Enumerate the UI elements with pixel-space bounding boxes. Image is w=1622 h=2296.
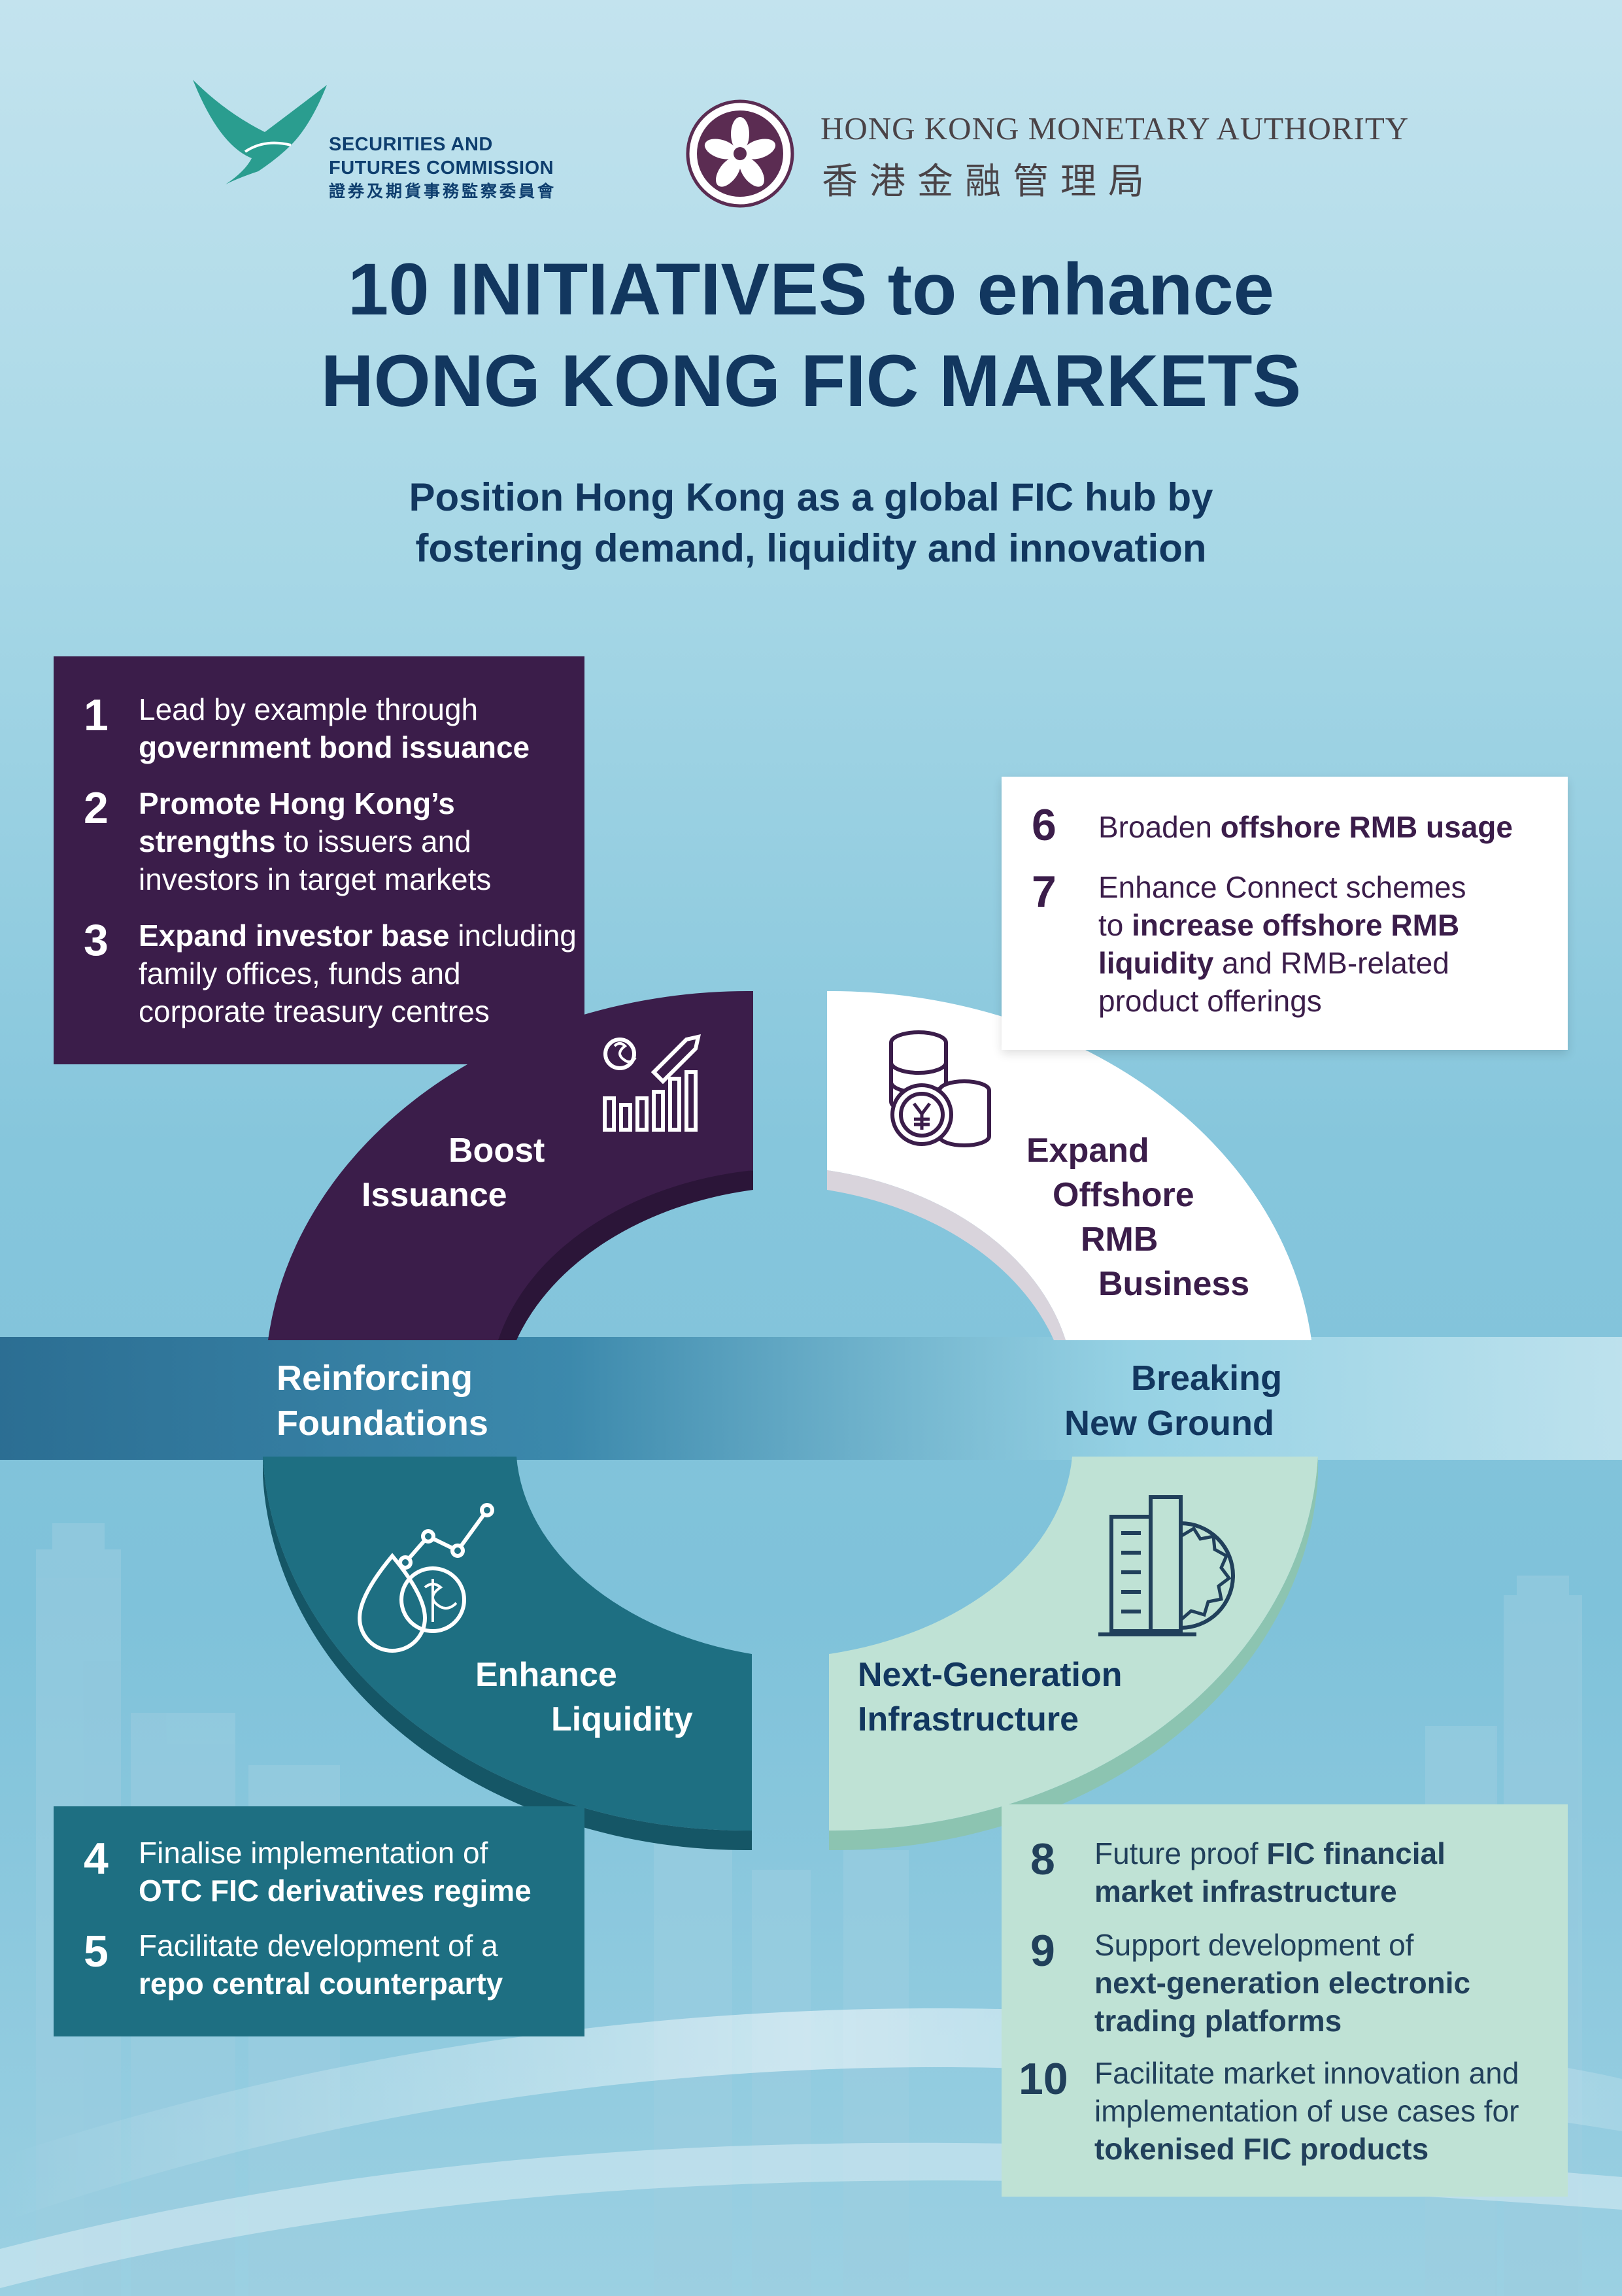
hkma-name-cn: 香港金融管理局	[822, 160, 1157, 202]
initiative-highlight: tokenised FIC products	[1094, 2132, 1429, 2166]
segment-label-liquidity: Liquidity	[551, 1700, 693, 1738]
subtitle-line2: fostering demand, liquidity and innovati…	[415, 526, 1207, 570]
page-title-line1: 10 INITIATIVES to enhance	[348, 248, 1274, 330]
band-label-foundations: Foundations	[277, 1404, 488, 1443]
enhance-liquidity-initiatives: 4 Finalise implementation of OTC FIC der…	[54, 1806, 584, 2036]
initiative-text: Lead by example through	[139, 692, 479, 726]
initiative-text: product offerings	[1098, 984, 1322, 1018]
segment-label-issuance: Issuance	[362, 1176, 507, 1214]
initiative-highlight: government bond issuance	[139, 730, 530, 764]
sfc-name-line2: FUTURES COMMISSION	[329, 158, 554, 178]
initiative-highlight: FIC financial	[1266, 1836, 1445, 1870]
sfc-name-cn: 證券及期貨事務監察委員會	[329, 182, 557, 201]
initiative-text: to issuers and	[275, 824, 471, 858]
expand-rmb-initiatives: 6 Broaden offshore RMB usage 7 Enhance C…	[1002, 777, 1568, 1050]
initiative-number: 5	[84, 1927, 109, 1976]
initiative-text: Facilitate development of a	[139, 1929, 498, 1963]
initiative-highlight: next-generation electronic	[1094, 1966, 1471, 2000]
subtitle-line1: Position Hong Kong as a global FIC hub b…	[409, 475, 1213, 519]
initiative-highlight: increase offshore RMB	[1132, 908, 1460, 942]
initiative-text: Support development of	[1094, 1928, 1414, 1962]
rocket-growth-icon	[603, 1034, 701, 1132]
segment-label-business: Business	[1098, 1265, 1250, 1303]
initiative-text: Finalise implementation of	[139, 1836, 488, 1870]
initiative-text: Facilitate market innovation and	[1094, 2056, 1519, 2090]
initiative-highlight: strengths	[139, 824, 276, 858]
segment-label-boost: Boost	[448, 1132, 545, 1170]
initiative-highlight: market infrastructure	[1094, 1874, 1397, 1908]
initiative-number: 3	[84, 915, 109, 965]
initiative-highlight: Expand investor base	[139, 919, 450, 953]
segment-boost-issuance	[268, 990, 753, 1340]
segment-label-expand: Expand	[1026, 1132, 1149, 1170]
segment-label-next-generation: Next-Generation	[858, 1656, 1123, 1694]
sfc-name-line1: SECURITIES AND	[329, 134, 493, 155]
initiative-highlight: OTC FIC derivatives regime	[139, 1874, 532, 1908]
segment-label-offshore: Offshore	[1053, 1176, 1194, 1214]
segment-next-gen-infrastructure	[829, 1457, 1318, 1831]
initiative-text: to	[1098, 908, 1132, 942]
initiative-text: family offices, funds and	[139, 956, 461, 990]
initiative-number: 4	[84, 1834, 109, 1883]
initiative-number: 9	[1030, 1926, 1055, 1976]
segment-expand-rmb	[827, 990, 1311, 1340]
band-label-new-ground: New Ground	[1064, 1404, 1274, 1443]
hkma-name-en: HONG KONG MONETARY AUTHORITY	[820, 110, 1410, 146]
initiative-highlight: offshore RMB usage	[1220, 810, 1513, 844]
initiative-text: investors in target markets	[139, 862, 492, 896]
band-label-breaking: Breaking	[1131, 1359, 1283, 1398]
segment-label-infrastructure: Infrastructure	[858, 1700, 1079, 1738]
initiative-number: 6	[1032, 800, 1056, 850]
sfc-eagle-logo	[193, 80, 327, 184]
segment-label-enhance: Enhance	[475, 1656, 617, 1694]
initiative-text: implementation of use cases for	[1094, 2094, 1519, 2128]
initiative-text: corporate treasury centres	[139, 994, 490, 1028]
initiative-highlight: Promote Hong Kong’s	[139, 786, 455, 820]
segment-enhance-liquidity	[263, 1457, 752, 1831]
initiative-number: 10	[1019, 2054, 1068, 2104]
initiative-number: 7	[1032, 867, 1056, 917]
band-label-reinforcing: Reinforcing	[277, 1359, 473, 1398]
next-gen-infrastructure-initiatives: 8 Future proof FIC financial market infr…	[1002, 1804, 1568, 2197]
initiative-highlight: trading platforms	[1094, 2004, 1342, 2038]
sfc-name: SECURITIES AND FUTURES COMMISSION 證券及期貨事…	[329, 133, 556, 203]
initiative-text: Broaden	[1098, 810, 1221, 844]
page-title-line2: HONG KONG FIC MARKETS	[320, 340, 1302, 422]
initiative-text: and RMB-related	[1213, 946, 1449, 980]
coins-yuan-icon	[889, 1030, 991, 1147]
hkma-bauhinia-logo	[686, 99, 794, 208]
band	[0, 1337, 1622, 1460]
liquidity-drop-icon	[357, 1503, 494, 1653]
initiative-text: including	[449, 919, 577, 953]
segment-label-rmb: RMB	[1081, 1221, 1158, 1258]
initiative-text: Enhance Connect schemes	[1098, 870, 1466, 904]
initiative-highlight: repo central counterparty	[139, 1967, 503, 2001]
initiative-number: 2	[84, 783, 109, 833]
initiative-text: Future proof	[1094, 1836, 1267, 1870]
boost-issuance-initiatives: 1 Lead by example through government bon…	[54, 656, 584, 1064]
initiative-number: 8	[1030, 1834, 1055, 1884]
initiative-highlight: liquidity	[1098, 946, 1214, 980]
initiative-number: 1	[84, 690, 109, 740]
building-gear-icon	[1098, 1495, 1235, 1636]
